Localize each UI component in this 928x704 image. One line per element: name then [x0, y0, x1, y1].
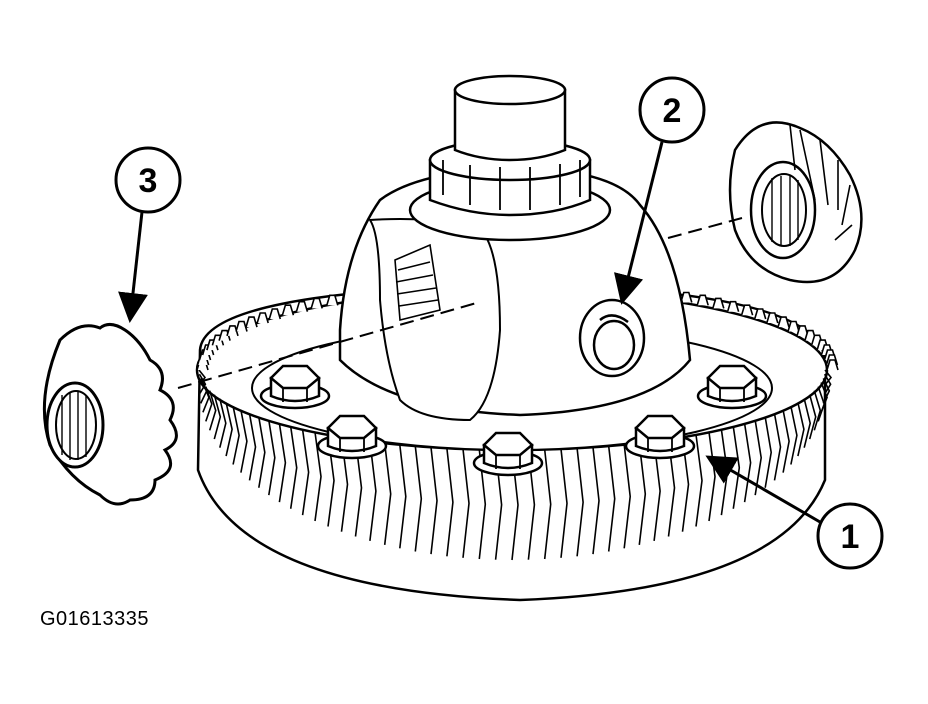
ring-gear-tooth — [820, 382, 828, 413]
ring-gear-tooth — [753, 308, 767, 320]
ring-gear-bolt — [316, 414, 388, 460]
ring-gear-tooth — [399, 444, 407, 549]
side-gear-left — [42, 323, 178, 506]
ring-gear-tooth — [732, 426, 741, 509]
ring-gear-tooth — [592, 447, 600, 555]
ring-gear-tooth — [295, 300, 309, 312]
ring-gear-tooth — [245, 316, 258, 328]
ring-gear-tooth — [268, 420, 276, 496]
callout-2: 2 — [613, 76, 706, 305]
ring-gear-tooth — [256, 312, 269, 324]
ring-gear-tooth — [764, 416, 773, 488]
ring-gear-tooth — [225, 402, 233, 457]
ring-gear-tooth — [797, 402, 805, 457]
ring-gear-tooth — [826, 359, 839, 371]
ring-gear-tooth — [462, 448, 470, 558]
ring-gear-tooth — [248, 413, 257, 481]
ring-gear-tooth — [822, 378, 831, 404]
ring-gear-tooth — [219, 398, 227, 448]
ring-gear-tooth — [796, 325, 809, 337]
ring-gear-tooth — [740, 304, 754, 316]
ring-gear-tooth — [208, 390, 217, 431]
ring-gear-tooth — [680, 291, 693, 303]
ring-gear-tooth — [782, 409, 790, 473]
ring-gear-tooth — [766, 312, 779, 324]
ring-gear-tooth — [773, 413, 782, 481]
ring-gear-bolt — [472, 431, 544, 477]
ring-gear-bolt — [624, 414, 696, 460]
ring-gear-tooth — [754, 420, 763, 496]
ring-gear-tooth — [824, 369, 833, 386]
ring-gear-tooth — [205, 386, 213, 422]
ring-gear-tooth — [414, 446, 423, 552]
ring-gear-tooth — [232, 406, 240, 465]
ring-gear-bolt — [259, 364, 331, 410]
ring-gear-tooth — [638, 443, 647, 545]
ring-gear-tooth — [268, 308, 282, 320]
ring-gear-tooth — [301, 429, 310, 516]
ring-gear-tooth — [258, 416, 266, 488]
callout-3: 3 — [114, 146, 182, 323]
ring-gear-tooth — [310, 297, 323, 309]
ring-gear-tooth — [278, 423, 287, 503]
ring-gear-tooth — [560, 448, 568, 558]
callout-3-label: 3 — [139, 162, 158, 200]
ring-gear-tooth — [369, 441, 377, 541]
ring-gear-tooth — [696, 294, 709, 306]
ring-gear-tooth — [712, 297, 725, 309]
ring-gear-tooth — [198, 369, 207, 386]
ring-gear-tooth — [726, 300, 740, 312]
ring-gear-tooth — [213, 394, 222, 440]
case-hub — [408, 74, 612, 242]
figure-code: G01613335 — [40, 608, 150, 630]
ring-gear-tooth — [777, 316, 790, 328]
ring-gear-tooth — [813, 390, 822, 431]
callout-1-label: 1 — [841, 518, 860, 556]
ring-gear-bolts — [259, 364, 768, 477]
callout-1: 1 — [705, 455, 884, 570]
assembly-lines — [177, 217, 743, 389]
ring-gear-tooth — [576, 448, 584, 557]
ring-gear-bolt — [696, 364, 768, 410]
ring-gear-tooth — [808, 394, 817, 440]
ring-gear-tooth — [240, 409, 248, 473]
ring-gear-tooth — [607, 446, 616, 552]
ring-gear-tooth — [383, 443, 392, 545]
ring-gear-tooth — [198, 373, 207, 395]
ring-gear-tooth — [695, 434, 703, 527]
differential-case — [338, 166, 692, 422]
ring-gear-tooth — [326, 294, 339, 306]
ring-gear-tooth — [803, 398, 812, 448]
side-gear-right — [728, 121, 863, 284]
callout-2-label: 2 — [663, 92, 682, 130]
ring-gear-tooth — [623, 444, 632, 549]
ring-gear-tooth — [446, 448, 454, 557]
ring-gear-tooth — [790, 406, 798, 465]
ring-gear-tooth — [281, 304, 295, 316]
ring-gear-tooth — [743, 423, 752, 503]
ring-gear-tooth — [823, 373, 832, 395]
ring-gear-tooth — [289, 426, 298, 509]
ring-gear-tooth — [430, 447, 438, 555]
ring-gear-tooth — [543, 449, 552, 560]
ring-gear-tooth — [787, 320, 800, 332]
